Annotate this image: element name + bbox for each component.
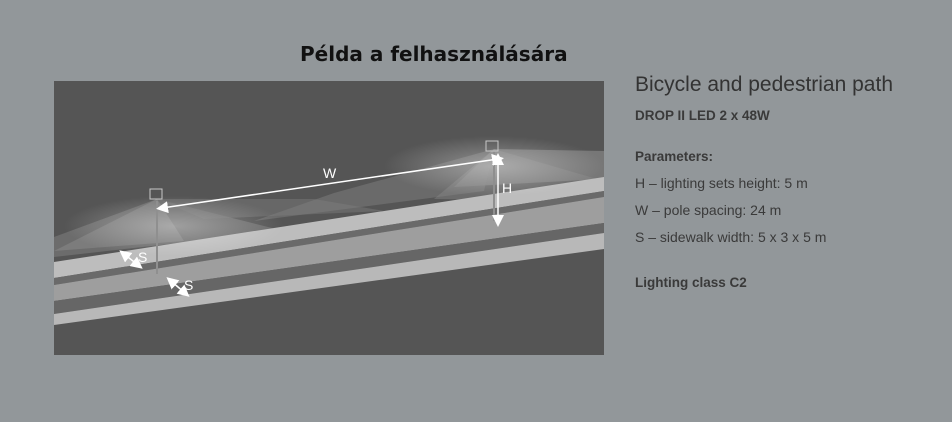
pole-spacing-dimension: W xyxy=(156,153,504,214)
page-heading: Példa a felhasználására xyxy=(300,42,568,66)
parameters-label: Parameters: xyxy=(635,149,714,164)
param-sidewalk-width: S – sidewalk width: 5 x 3 x 5 m xyxy=(635,229,827,245)
param-pole-spacing: W – pole spacing: 24 m xyxy=(635,202,782,218)
lighting-class: Lighting class C2 xyxy=(635,275,747,290)
height-dimension: H xyxy=(492,153,512,227)
product-name: DROP II LED 2 x 48W xyxy=(635,108,770,123)
label-h: H xyxy=(502,180,512,196)
sidewalk-width-dimension-2: S xyxy=(166,277,193,297)
param-height: H – lighting sets height: 5 m xyxy=(635,175,808,191)
product-info-panel: Bicycle and pedestrian path DROP II LED … xyxy=(635,70,945,290)
application-title: Bicycle and pedestrian path xyxy=(635,73,893,96)
sidewalk-width-dimension-1: S xyxy=(119,249,147,269)
label-s-1: S xyxy=(138,249,147,265)
pavement xyxy=(54,177,604,325)
label-s-2: S xyxy=(184,277,193,293)
label-w: W xyxy=(323,165,337,181)
lighting-illustration: W H S S xyxy=(54,81,604,355)
